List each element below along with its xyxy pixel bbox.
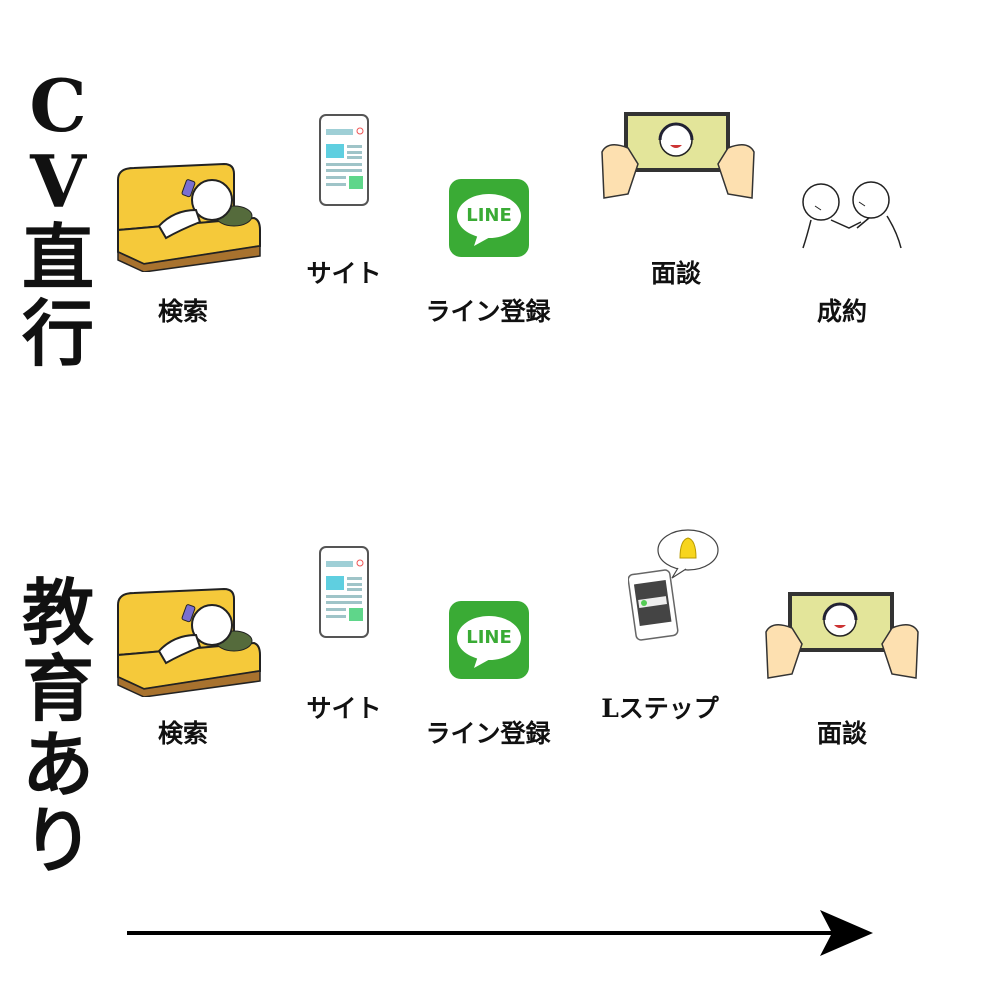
smartphone-site-icon: [319, 546, 369, 642]
person-on-sofa-icon: [114, 585, 262, 701]
line-logo-icon: LINE: [448, 178, 530, 262]
step-label: 面談: [816, 719, 868, 748]
step-label: ライン登録: [425, 297, 551, 326]
line-logo-icon: LINE: [448, 600, 530, 684]
step-label: 検索: [157, 719, 209, 748]
step-label: 成約: [816, 297, 868, 326]
handshake-icon: [797, 180, 907, 254]
step-label: 検索: [157, 297, 209, 326]
phone-notification-bell-icon: [627, 528, 723, 647]
line-logo-text: LINE: [466, 627, 512, 648]
line-logo-text: LINE: [466, 205, 512, 226]
row-title-cv-direct: CV直行: [21, 63, 94, 376]
step-label: 面談: [650, 259, 702, 288]
video-call-tablet-icon: [598, 112, 758, 206]
person-on-sofa-icon: [114, 160, 262, 276]
step-label: ライン登録: [425, 719, 551, 748]
right-arrow-icon: [127, 910, 873, 956]
video-call-tablet-icon: [762, 592, 922, 686]
step-label: Lステップ: [601, 694, 719, 723]
step-label: サイト: [306, 694, 382, 723]
smartphone-site-icon: [319, 114, 369, 210]
row-title-with-education: 教育あり: [21, 570, 94, 883]
step-label: サイト: [306, 259, 382, 288]
